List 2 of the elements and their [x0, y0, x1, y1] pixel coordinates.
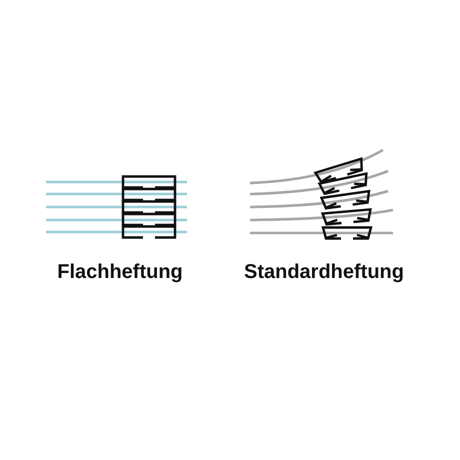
illustration-caption: Standardheftung — [244, 261, 404, 283]
illustration-caption: Flachheftung — [57, 261, 183, 283]
